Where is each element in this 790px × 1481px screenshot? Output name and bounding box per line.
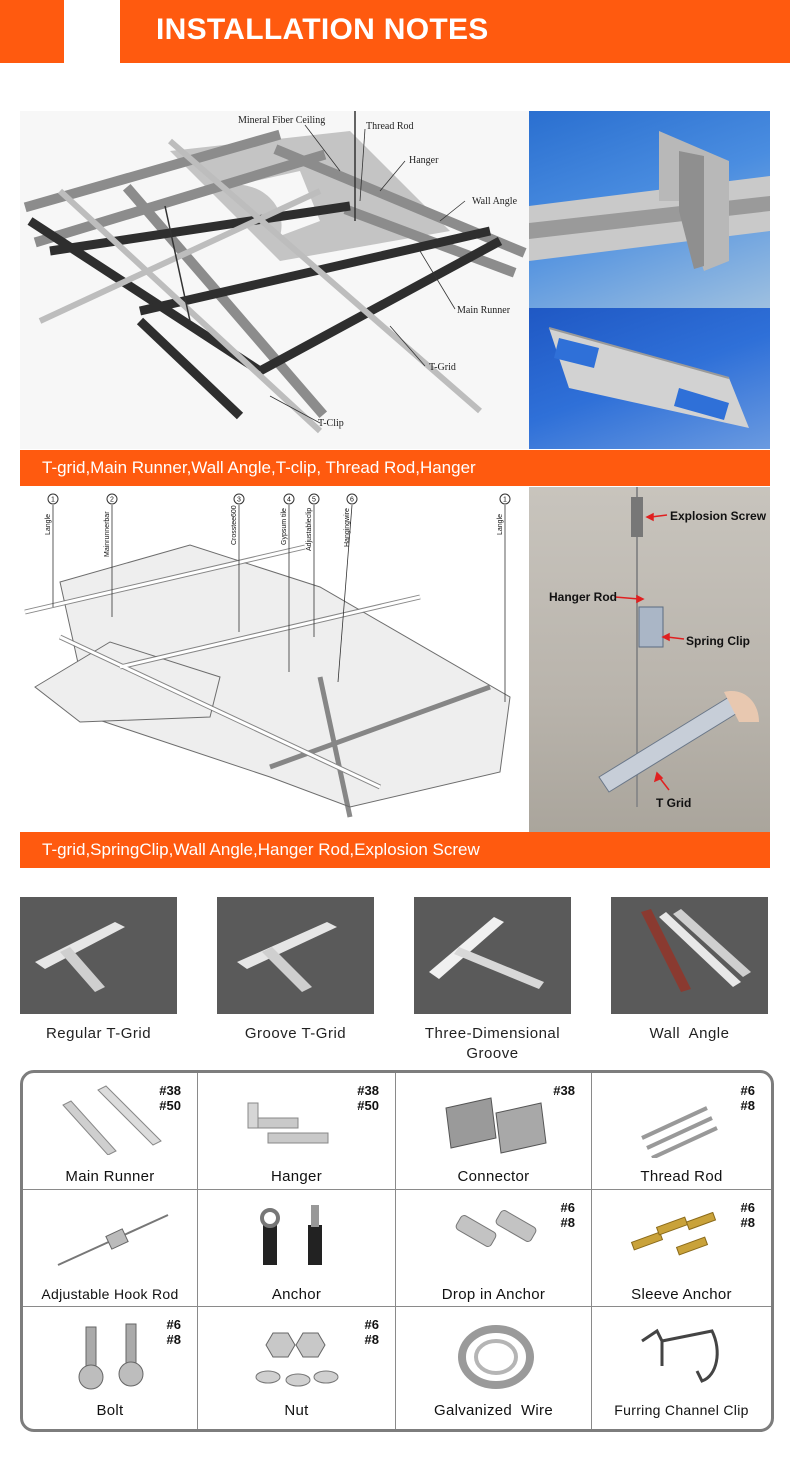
callout-5-text: Adjustableclip [306, 508, 313, 551]
accessory-spec: #38 #50 [357, 1083, 379, 1113]
product-name-three-dimensional-groove: Three-Dimensional Groove [424, 1025, 561, 1062]
accessory-thread-rod: #6 #8 Thread Rod [592, 1073, 771, 1189]
accessory-spec: #38 [553, 1083, 575, 1098]
hanger-rod-installation-photo: Explosion Screw Hanger Rod Spring Clip T… [529, 487, 770, 832]
label-hanger-rod: Hanger Rod [549, 590, 617, 604]
callout-7-num: 1 [503, 497, 507, 504]
callout-1-text: Langle [45, 514, 52, 535]
accessory-anchor: Anchor [198, 1190, 395, 1306]
accessory-spec: #6 #8 [364, 1317, 379, 1347]
product-photo-wall-angle [611, 897, 768, 1014]
accessory-drop-in-anchor: #6 #8 Drop in Anchor [396, 1190, 591, 1306]
accessory-galvanized-wire: Galvanized Wire [396, 1307, 591, 1423]
accessory-label: Thread Rod [640, 1168, 723, 1185]
product-photo-regular-t-grid [20, 897, 177, 1014]
label-thread-rod: Thread Rod [366, 121, 414, 132]
header-accent-block [0, 0, 64, 63]
label-main-runner: Main Runner [457, 305, 511, 316]
product-name-regular-t-grid: Regular T-Grid [45, 1025, 152, 1042]
callout-3-text: Crosstee600 [231, 505, 238, 545]
caption-bar-1: T-grid,Main Runner,Wall Angle,T-clip, Th… [20, 450, 770, 486]
accessory-sleeve-anchor: #6 #8 Sleeve Anchor [592, 1190, 771, 1306]
accessory-adjustable-hook-rod: Adjustable Hook Rod [23, 1190, 197, 1306]
label-spring-clip: Spring Clip [686, 634, 750, 648]
accessory-spec: #6 #8 [560, 1200, 575, 1230]
ceiling-grid-diagram: Mineral Fiber Ceiling Thread Rod Hanger … [20, 111, 529, 449]
label-explosion-screw: Explosion Screw [670, 509, 767, 523]
t-clip-closeup-photo [529, 111, 770, 308]
label-hanger: Hanger [409, 155, 439, 166]
accessory-spec: #38 #50 [159, 1083, 181, 1113]
accessory-label: Sleeve Anchor [631, 1286, 732, 1303]
callout-2-text: Mainrunnerbar [104, 511, 111, 557]
callout-3-num: 3 [237, 497, 241, 504]
callout-2-num: 2 [110, 497, 114, 504]
callout-6-text: Hangingwire [344, 508, 351, 547]
accessory-spec: #6 #8 [740, 1200, 755, 1230]
callout-5-num: 5 [312, 497, 316, 504]
accessory-label: Connector [457, 1168, 530, 1185]
accessories-grid: #38 #50 Main Runner #38 #50 Hanger #38 C… [20, 1070, 774, 1432]
accessory-label: Bolt [96, 1402, 124, 1419]
callout-7-text: Langle [497, 514, 504, 535]
caption-bar-2: T-grid,SpringClip,Wall Angle,Hanger Rod,… [20, 832, 770, 868]
accessory-label: Nut [284, 1402, 309, 1419]
hanger-clip-photo [529, 308, 770, 449]
accessory-label: Hanger [271, 1168, 322, 1185]
product-name-groove-t-grid: Groove T-Grid [244, 1025, 347, 1042]
accessory-connector: #38 Connector [396, 1073, 591, 1189]
product-photo-groove-t-grid [217, 897, 374, 1014]
caption-2: T-grid,SpringClip,Wall Angle,Hanger Rod,… [42, 840, 480, 859]
accessory-spec: #6 #8 [740, 1083, 755, 1113]
label-wall-angle: Wall Angle [472, 196, 518, 207]
label-t-grid-photo: T Grid [656, 796, 691, 810]
accessory-label: Adjustable Hook Rod [41, 1286, 179, 1302]
callout-6-num: 6 [350, 497, 354, 504]
accessory-furring-channel-clip: Furring Channel Clip [592, 1307, 771, 1423]
accessory-main-runner: #38 #50 Main Runner [23, 1073, 197, 1189]
accessory-bolt: #6 #8 Bolt [23, 1307, 197, 1423]
callout-1-num: 1 [51, 497, 55, 504]
label-t-clip: T-Clip [318, 418, 344, 429]
accessory-spec: #6 #8 [166, 1317, 181, 1347]
product-photo-three-dimensional-groove [414, 897, 571, 1014]
accessory-label: Main Runner [65, 1168, 155, 1185]
spring-clip-ceiling-drawing: 1 2 3 4 5 6 1 Langle Mainrunnerbar Cross… [20, 487, 529, 832]
accessory-hanger: #38 #50 Hanger [198, 1073, 395, 1189]
accessory-nut: #6 #8 Nut [198, 1307, 395, 1423]
callout-4-num: 4 [287, 497, 291, 504]
accessory-label: Anchor [271, 1286, 322, 1303]
accessory-label: Furring Channel Clip [614, 1402, 749, 1418]
header-bar: INSTALLATION NOTES [120, 0, 790, 63]
page-title: INSTALLATION NOTES [156, 13, 489, 46]
callout-4-text: Gypsum tile [281, 508, 288, 545]
product-name-wall-angle: Wall Angle [649, 1025, 730, 1042]
accessory-label: Drop in Anchor [441, 1286, 546, 1303]
caption-1: T-grid,Main Runner,Wall Angle,T-clip, Th… [42, 458, 476, 477]
accessory-label: Galvanized Wire [433, 1402, 553, 1419]
label-mineral-fiber-ceiling: Mineral Fiber Ceiling [238, 115, 325, 126]
label-t-grid: T-Grid [429, 362, 456, 373]
